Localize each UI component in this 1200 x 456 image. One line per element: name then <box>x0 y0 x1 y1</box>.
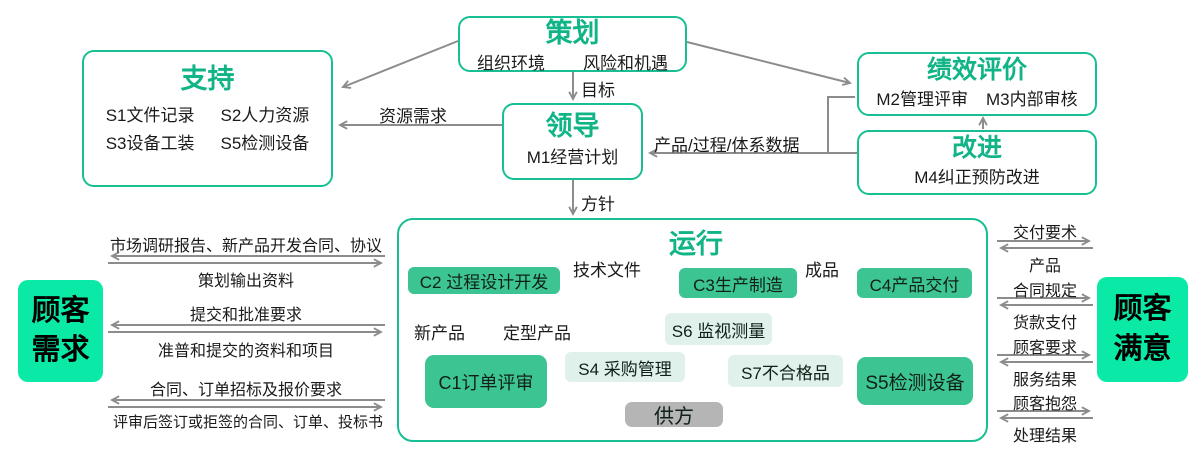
support-item: S2人力资源 <box>220 106 310 126</box>
customer-satisfaction-line: 顾客 <box>1113 293 1172 326</box>
customer-requirements-box: 顾客 需求 <box>18 280 103 382</box>
edge-label-goal: 目标 <box>581 81 615 100</box>
improvement-box: 改进 M4纠正预防改进 <box>857 130 1097 195</box>
customer-requirements-line: 需求 <box>31 334 90 366</box>
right-flow-label: 服务结果 <box>1012 372 1078 389</box>
leadership-box: 领导 M1经营计划 <box>502 103 643 180</box>
improvement-subtitle: M4纠正预防改进 <box>914 168 1040 187</box>
edge-label-new-product: 新产品 <box>414 324 465 343</box>
performance-item: M3内部审核 <box>986 90 1078 109</box>
right-flow-label: 处理结果 <box>1012 428 1078 445</box>
right-flow-label: 货款支付 <box>1012 315 1078 332</box>
support-item: S5检测设备 <box>220 134 310 154</box>
left-flow-label: 合同、订单招标及报价要求 <box>149 382 343 399</box>
support-item: S3设备工装 <box>105 134 195 154</box>
line-performance-branch <box>827 96 855 153</box>
node-s4-purchasing: S4 采购管理 <box>565 352 685 382</box>
node-s6-monitoring: S6 监视测量 <box>665 313 772 345</box>
edge-label-tech-docs: 技术文件 <box>573 261 641 280</box>
support-title: 支持 <box>180 64 235 94</box>
right-flow-label: 产品 <box>1028 258 1062 275</box>
operation-title: 运行 <box>669 229 723 259</box>
left-flow-label: 市场调研报告、新产品开发合同、协议 <box>109 238 383 255</box>
left-flow-label: 提交和批准要求 <box>189 307 303 324</box>
node-c2-process-design: C2 过程设计开发 <box>408 267 560 294</box>
node-s7-nonconforming: S7不合格品 <box>728 355 843 387</box>
customer-satisfaction-line: 满意 <box>1113 332 1172 365</box>
right-flow-label: 顾客抱怨 <box>1012 396 1078 413</box>
support-item: S1文件记录 <box>105 106 195 126</box>
support-box: 支持 S1文件记录 S2人力资源 S3设备工装 S5检测设备 <box>82 50 333 187</box>
node-c1-order-review: C1订单评审 <box>425 355 547 408</box>
edge-label-finished-goods: 成品 <box>805 261 839 280</box>
edge-label-policy: 方针 <box>581 195 615 214</box>
customer-requirements-line: 顾客 <box>31 294 90 327</box>
planning-item: 组织环境 <box>477 54 545 74</box>
node-c4-delivery: C4产品交付 <box>857 268 972 298</box>
planning-box: 策划 组织环境 风险和机遇 <box>458 16 687 74</box>
leadership-title: 领导 <box>545 111 600 141</box>
node-s5-test-equipment: S5检测设备 <box>857 357 973 405</box>
right-flow-label: 合同规定 <box>1012 283 1078 300</box>
node-supplier: 供方 <box>625 402 723 428</box>
left-flow-label: 准普和提交的资料和项目 <box>157 343 335 360</box>
leadership-subtitle: M1经营计划 <box>526 148 619 168</box>
edge-label-data: 产品/过程/体系数据 <box>654 136 800 155</box>
planning-title: 策划 <box>545 18 600 48</box>
edge-label-typed-product: 定型产品 <box>503 324 571 343</box>
planning-item: 风险和机遇 <box>583 54 668 74</box>
right-flow-label: 顾客要求 <box>1012 340 1078 357</box>
performance-title: 绩效评价 <box>926 56 1027 84</box>
performance-item: M2管理评审 <box>876 90 968 109</box>
edge-label-resources: 资源需求 <box>379 107 447 126</box>
left-flow-label: 评审后签订或拒签的合同、订单、投标书 <box>112 414 384 431</box>
arrow-planning-support <box>341 40 459 89</box>
right-flow-label: 交付要术 <box>1012 225 1078 242</box>
node-c3-production: C3生产制造 <box>679 268 797 298</box>
left-flow-label: 策划输出资料 <box>197 273 295 290</box>
arrow-planning-performance <box>686 41 852 86</box>
improvement-title: 改进 <box>951 134 1002 162</box>
customer-satisfaction-box: 顾客 满意 <box>1097 277 1188 382</box>
performance-box: 绩效评价 M2管理评审 M3内部审核 <box>857 52 1097 116</box>
